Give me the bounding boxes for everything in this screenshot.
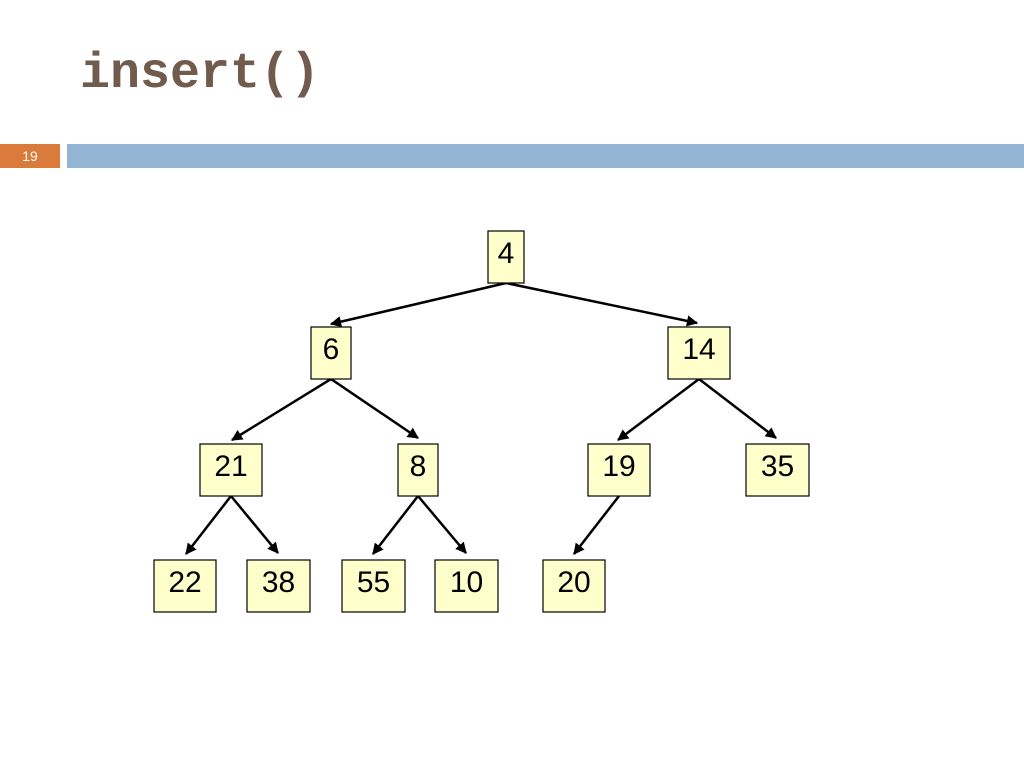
tree-node-box: [341, 559, 406, 613]
tree-node-box: [434, 559, 499, 613]
slide-number-badge: 19: [0, 144, 60, 168]
tree-node-box: [745, 443, 810, 497]
tree-node-box: [310, 326, 352, 380]
tree-edge-8-to-10: [417, 495, 467, 554]
tree-node-label: 6: [323, 333, 340, 366]
slide-title: insert(): [80, 46, 321, 103]
tree-edge-21-to-38: [230, 495, 279, 554]
tree-edge-8-to-55: [372, 495, 419, 555]
tree-node-label: 22: [168, 566, 201, 599]
tree-node-label: 8: [410, 450, 427, 483]
tree-edges: [185, 281, 777, 555]
tree-node-21: 21: [199, 443, 263, 497]
tree-edge-21-to-22: [185, 495, 232, 555]
tree-node-4: 4: [487, 230, 525, 284]
tree-node-6: 6: [310, 326, 352, 380]
tree-node-22: 22: [153, 559, 217, 613]
tree-node-35: 35: [745, 443, 810, 497]
tree-node-box: [153, 559, 217, 613]
title-underline-bar: [67, 144, 1024, 168]
tree-node-10: 10: [434, 559, 499, 613]
tree-node-14: 14: [667, 326, 731, 380]
tree-node-38: 38: [246, 559, 311, 613]
tree-edge-14-to-19: [617, 378, 700, 441]
tree-node-box: [246, 559, 311, 613]
tree-node-box: [199, 443, 263, 497]
tree-node-label: 21: [214, 450, 247, 483]
tree-node-label: 19: [602, 450, 635, 483]
tree-edge-6-to-8: [330, 377, 419, 440]
tree-edge-14-to-35: [698, 378, 777, 439]
tree-node-label: 38: [262, 566, 295, 599]
tree-node-box: [397, 443, 439, 497]
tree-node-label: 14: [682, 333, 715, 366]
tree-node-55: 55: [341, 559, 406, 613]
tree-node-label: 10: [450, 566, 483, 599]
tree-edge-19-to-20: [573, 495, 620, 555]
tree-node-label: 20: [557, 566, 590, 599]
tree-edge-6-to-21: [231, 377, 332, 442]
tree-node-label: 4: [498, 237, 515, 270]
tree-nodes: 4 6 14 21 8 19 35 22 38 55 10 20: [153, 230, 810, 613]
tree-node-box: [542, 559, 606, 613]
tree-node-20: 20: [542, 559, 606, 613]
tree-node-box: [587, 443, 651, 497]
tree-edge-4-to-14: [505, 281, 699, 327]
tree-node-box: [667, 326, 731, 380]
tree-node-box: [487, 230, 525, 284]
tree-edge-4-to-6: [329, 281, 507, 328]
tree-node-label: 35: [761, 450, 794, 483]
tree-node-label: 55: [357, 566, 390, 599]
tree-node-8: 8: [397, 443, 439, 497]
tree-node-19: 19: [587, 443, 651, 497]
